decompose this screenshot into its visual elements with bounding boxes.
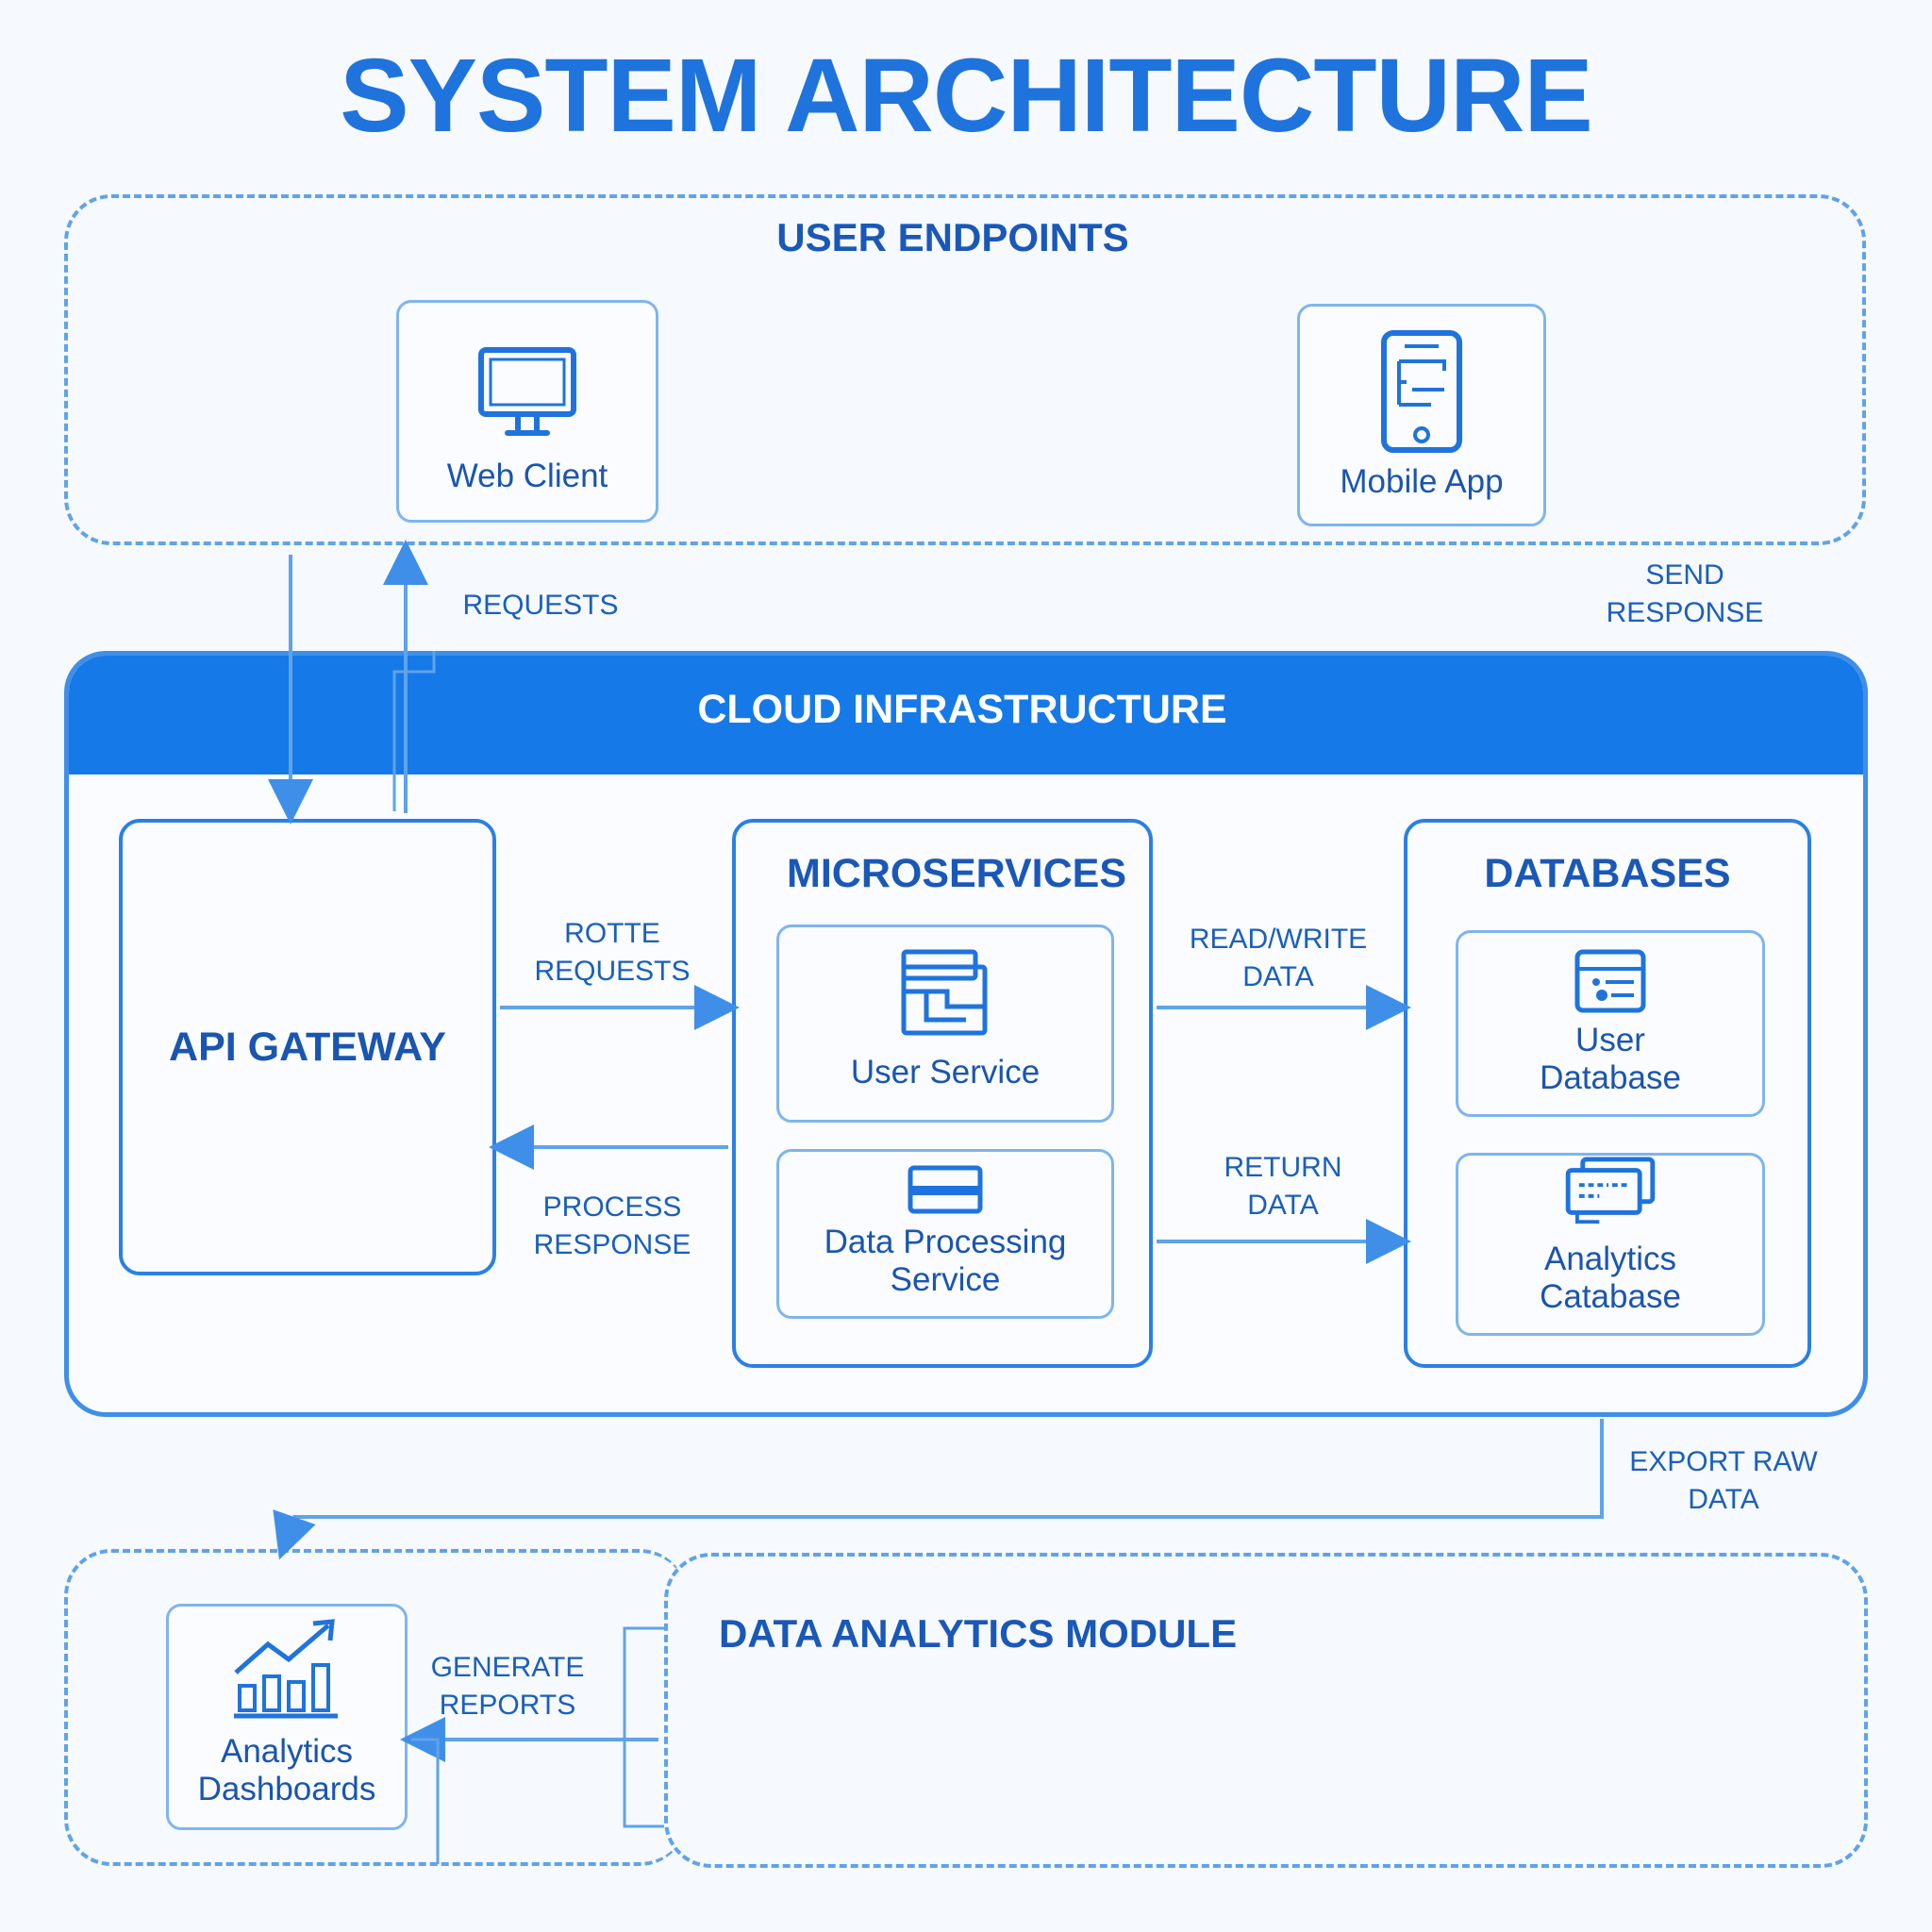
diagram-title: SYSTEM ARCHITECTURE — [340, 38, 1593, 154]
web-client-label: Web Client — [446, 458, 608, 494]
send-response-line2: RESPONSE — [1606, 597, 1764, 628]
analytics-dashboards-node[interactable]: Analytics Dashboards — [166, 1604, 408, 1830]
data-analytics-module-group — [664, 1553, 1868, 1868]
return-data-line1: RETURN — [1224, 1152, 1342, 1183]
card-icon — [908, 1165, 983, 1214]
edge-label-send-response: SEND RESPONSE — [1591, 557, 1779, 632]
user-service-node[interactable]: User Service — [776, 924, 1114, 1123]
route-requests-line2: REQUESTS — [534, 956, 691, 987]
edge-label-export-raw-data: EXPORT RAW DATA — [1615, 1443, 1832, 1519]
route-requests-line1: ROTTE — [564, 918, 660, 949]
microservices-title: MICROSERVICES — [787, 851, 1126, 896]
data-processing-service-node[interactable]: Data Processing Service — [776, 1149, 1114, 1319]
read-write-line1: READ/WRITE — [1189, 924, 1368, 955]
analytics-database-label-line2: Catabase — [1540, 1278, 1681, 1315]
monitor-icon — [478, 347, 576, 436]
user-database-node[interactable]: User Database — [1456, 930, 1765, 1117]
edge-label-route-requests: ROTTE REQUESTS — [515, 915, 709, 991]
process-response-line2: RESPONSE — [533, 1229, 691, 1260]
analytics-database-node[interactable]: Analytics Catabase — [1456, 1153, 1765, 1336]
generate-reports-line1: GENERATE — [430, 1652, 585, 1683]
read-write-line2: DATA — [1242, 961, 1314, 992]
edge-label-requests: REQUESTS — [462, 590, 619, 621]
mobile-app-node[interactable]: Mobile App — [1297, 304, 1546, 526]
user-endpoints-label: USER ENDPOINTS — [776, 215, 1129, 259]
database-card-icon — [1574, 949, 1646, 1013]
edge-label-read-write: READ/WRITE DATA — [1170, 921, 1387, 996]
generate-reports-line2: REPORTS — [439, 1690, 576, 1721]
analytics-dashboards-label-line1: Analytics — [220, 1733, 354, 1770]
data-processing-label-line1: Data Processing — [824, 1224, 1067, 1260]
web-client-node[interactable]: Web Client — [396, 300, 658, 523]
analytics-dashboards-label-line2: Dashboards — [197, 1771, 376, 1807]
export-raw-line1: EXPORT RAW — [1629, 1446, 1818, 1477]
stacked-cards-icon — [1565, 1157, 1656, 1224]
mobile-app-label: Mobile App — [1340, 463, 1504, 500]
analytics-database-label-line1: Analytics — [1543, 1241, 1677, 1277]
api-gateway-node[interactable]: API GATEWAY — [119, 819, 496, 1275]
edge-label-return-data: RETURN DATA — [1189, 1149, 1377, 1224]
analytics-dashboards-group — [64, 1549, 687, 1866]
user-service-label: User Service — [850, 1054, 1041, 1091]
user-database-label-line1: User — [1575, 1022, 1645, 1058]
export-raw-line2: DATA — [1688, 1484, 1759, 1515]
api-gateway-label: API GATEWAY — [169, 1024, 446, 1070]
return-data-line2: DATA — [1247, 1190, 1319, 1221]
connector-export-raw-data — [273, 1419, 1604, 1560]
process-response-line1: PROCESS — [542, 1191, 682, 1223]
service-window-icon — [901, 949, 988, 1036]
databases-title: DATABASES — [1484, 851, 1731, 896]
smartphone-icon — [1381, 330, 1462, 453]
user-endpoints-group — [64, 194, 1866, 545]
send-response-line1: SEND — [1645, 559, 1724, 591]
cloud-header-bar — [69, 656, 1863, 774]
user-database-label-line2: Database — [1540, 1059, 1681, 1096]
bar-chart-trend-icon — [234, 1619, 338, 1719]
edge-label-process-response: PROCESS RESPONSE — [515, 1189, 709, 1264]
data-analytics-module-label: DATA ANALYTICS MODULE — [719, 1611, 1238, 1656]
edge-label-generate-reports: GENERATE REPORTS — [415, 1649, 600, 1724]
data-processing-label-line2: Service — [890, 1261, 1001, 1298]
cloud-infrastructure-label: CLOUD INFRASTRUCTURE — [697, 687, 1227, 732]
